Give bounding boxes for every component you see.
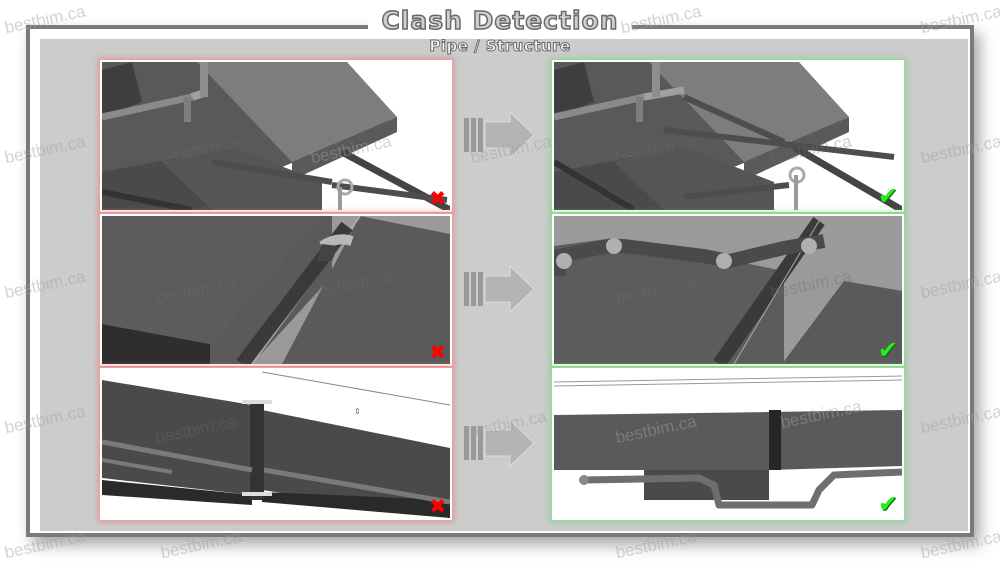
clash-x-icon: ✖ [429, 340, 446, 364]
resolved-check-icon: ✔ [877, 182, 898, 210]
clash-x-icon: ✖ [429, 494, 446, 518]
move-handle-icon: ⇕ [354, 407, 361, 416]
clash-before-2: ✖ [100, 214, 452, 366]
model-view-steel-beam-clash: ⇕ [102, 370, 450, 518]
resolved-after-1: ✔ [552, 60, 904, 212]
resolved-check-icon: ✔ [877, 336, 898, 364]
model-view-beam-pipe-clash [102, 216, 450, 364]
page-subtitle: Pipe / Structure [429, 37, 571, 56]
model-view-beam-pipe-resolved [554, 216, 902, 364]
resolved-after-3: ✔ [552, 368, 904, 520]
right-arrow-icon [464, 264, 535, 314]
resolved-check-icon: ✔ [877, 490, 898, 518]
resolved-after-2: ✔ [552, 214, 904, 366]
model-view-slab-pipes-clash [102, 62, 450, 210]
title-backdrop [368, 10, 632, 36]
right-arrow-icon [464, 110, 535, 160]
clash-before-3: ⇕ ✖ [100, 368, 452, 520]
model-view-slab-pipes-resolved [554, 62, 902, 210]
model-view-steel-beam-resolved [554, 370, 902, 518]
clash-before-1: ✖ [100, 60, 452, 212]
page-title: Clash Detection [381, 5, 619, 36]
clash-x-icon: ✖ [429, 186, 446, 210]
right-arrow-icon [464, 418, 535, 468]
